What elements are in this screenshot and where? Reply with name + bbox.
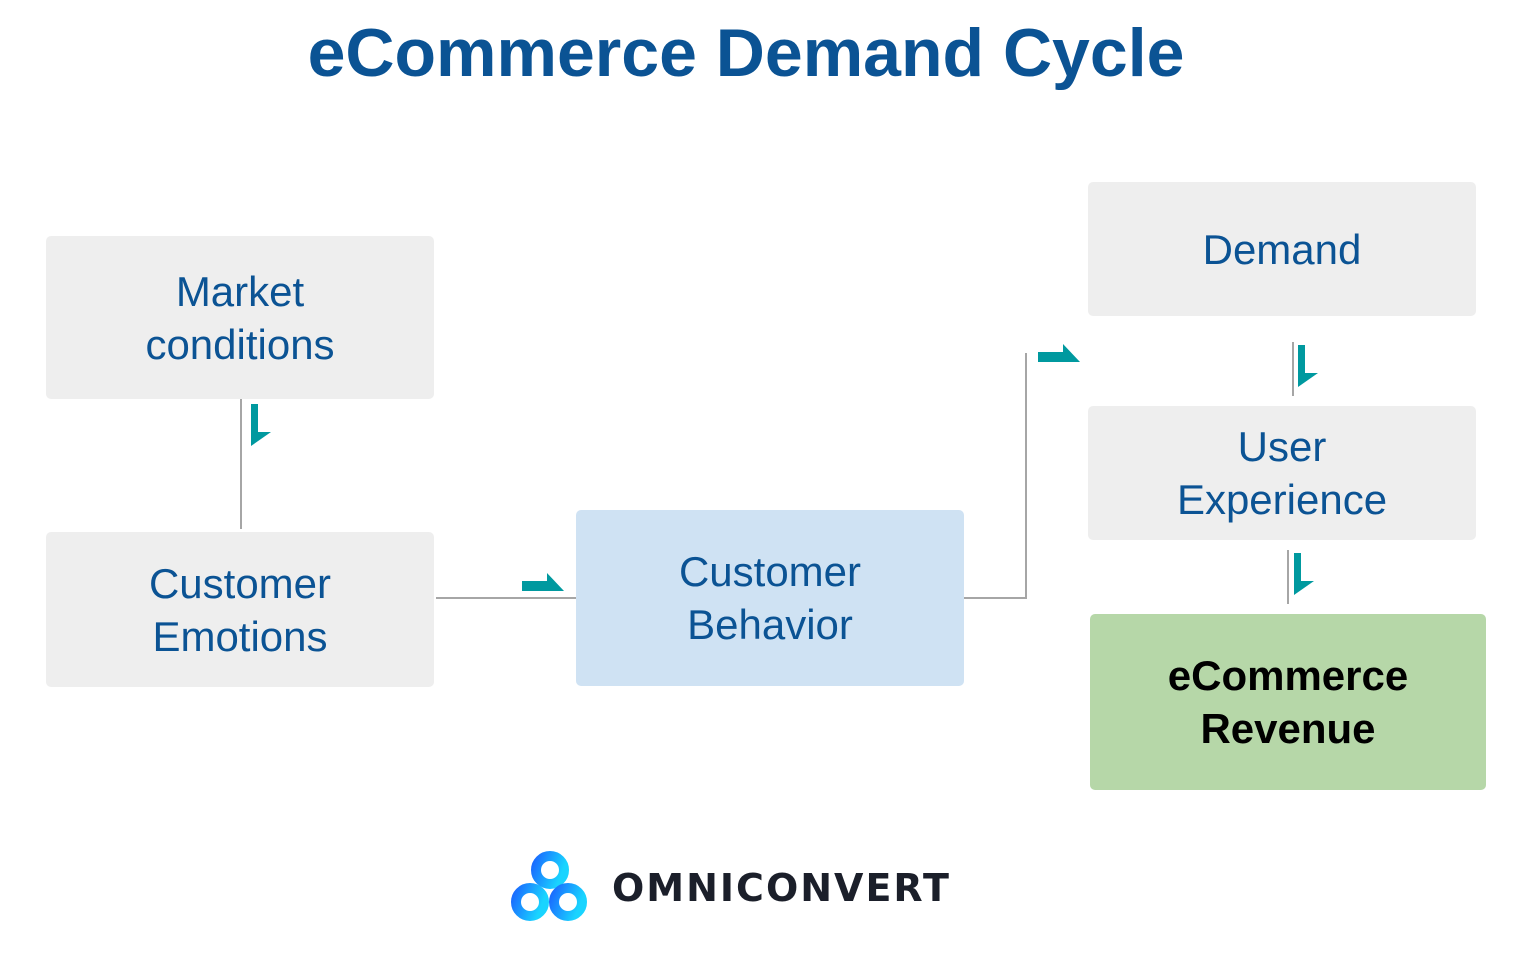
arrow-down-icon <box>1294 553 1314 595</box>
node-label: Market conditions <box>145 267 335 368</box>
node-customer-emotions: Customer Emotions <box>46 532 434 687</box>
node-demand: Demand <box>1088 182 1476 316</box>
node-label: User Experience <box>1176 423 1388 523</box>
node-label: Customer Behavior <box>678 548 862 648</box>
omniconvert-logo: OMNICONVERT <box>510 850 951 926</box>
node-label: eCommerce Revenue <box>1167 652 1409 752</box>
node-ecommerce-revenue: eCommerce Revenue <box>1090 614 1486 790</box>
connector-market-to-emotions <box>240 399 242 529</box>
node-label: Demand <box>1202 225 1362 273</box>
logo-text: OMNICONVERT <box>612 866 951 910</box>
connector-behavior-horizontal <box>964 597 1027 599</box>
node-label: Customer Emotions <box>148 559 332 660</box>
node-market-conditions: Market conditions <box>46 236 434 399</box>
connector-demand-to-ux <box>1292 342 1294 396</box>
arrow-right-icon <box>522 573 564 591</box>
node-customer-behavior: Customer Behavior <box>576 510 964 686</box>
connector-behavior-vertical <box>1025 353 1027 599</box>
connector-emotions-to-behavior <box>436 597 576 599</box>
arrow-down-icon <box>251 404 271 446</box>
node-user-experience: User Experience <box>1088 406 1476 540</box>
omniconvert-rings-icon <box>511 851 587 921</box>
arrow-down-icon <box>1298 345 1318 387</box>
diagram-title: eCommerce Demand Cycle <box>307 15 1185 91</box>
connector-ux-to-revenue <box>1287 550 1289 604</box>
arrow-right-icon <box>1038 344 1080 362</box>
